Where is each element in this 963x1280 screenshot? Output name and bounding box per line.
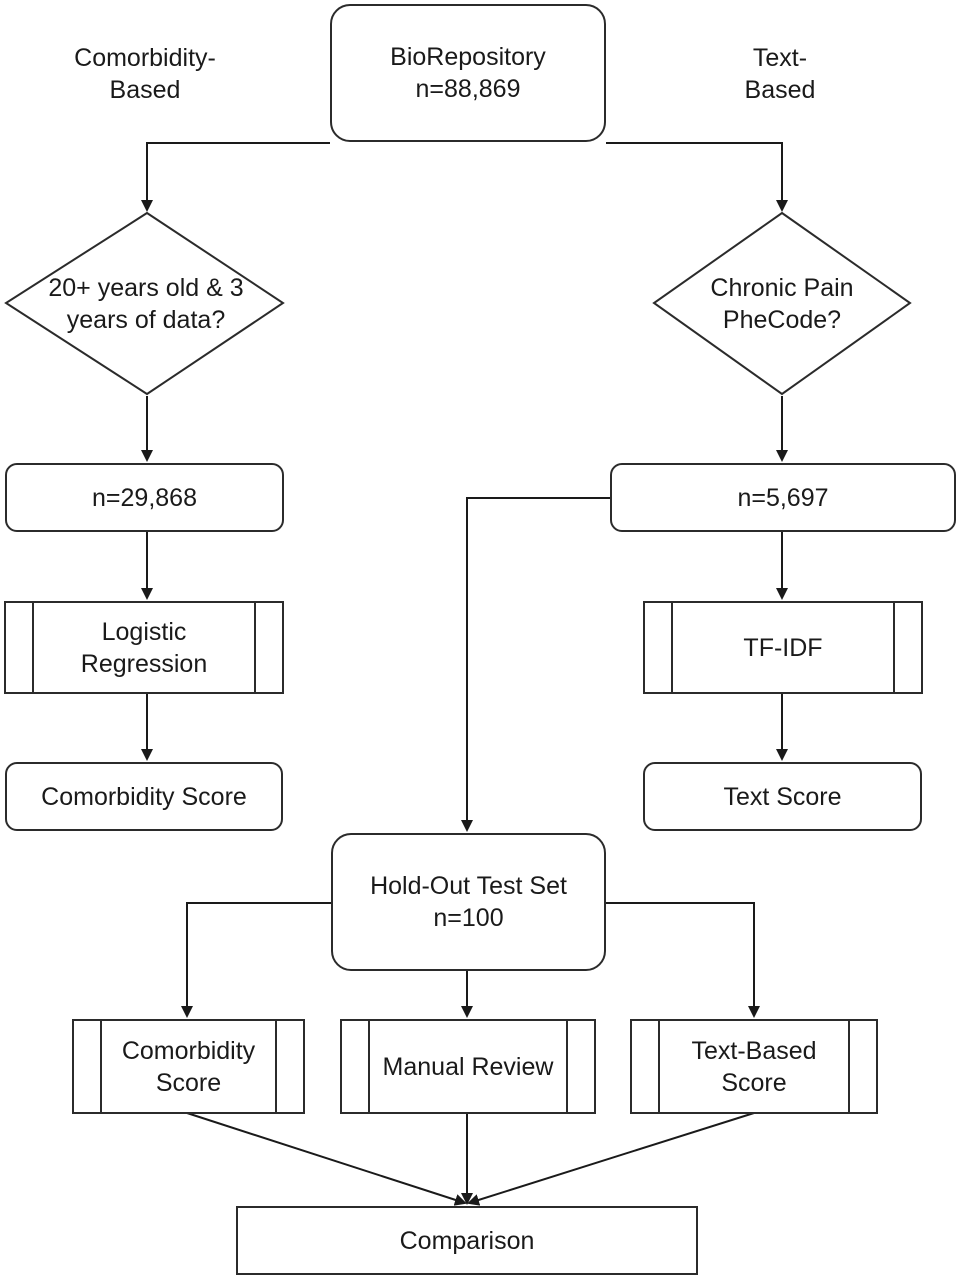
right-decision-text: Chronic Pain PheCode? bbox=[710, 274, 854, 334]
eval-manual-box: Manual Review bbox=[340, 1019, 596, 1114]
left-model-box: Logistic Regression bbox=[4, 601, 284, 694]
comparison-box: Comparison bbox=[236, 1206, 698, 1275]
holdout-title: Hold-Out Test Set bbox=[370, 872, 567, 900]
biorepository-title: BioRepository bbox=[390, 43, 546, 71]
left-branch-label: Comorbidity- Based bbox=[74, 44, 216, 104]
left-score-box: Comorbidity Score bbox=[5, 762, 283, 831]
biorepository-count: n=88,869 bbox=[415, 75, 521, 103]
biorepository-box: BioRepository n=88,869 bbox=[330, 4, 606, 142]
eval-comorbidity-box: Comorbidity Score bbox=[72, 1019, 305, 1114]
holdout-count: n=100 bbox=[433, 904, 504, 932]
left-decision-text: 20+ years old & 3 years of data? bbox=[48, 274, 244, 334]
right-score-box: Text Score bbox=[643, 762, 922, 831]
right-model-box: TF-IDF bbox=[643, 601, 923, 694]
arrow-eval-comorbidity-to-comparison bbox=[186, 1112, 467, 1206]
arrow-bio-to-left-decision bbox=[141, 142, 330, 212]
right-decision-diamond bbox=[652, 211, 912, 396]
right-count-box: n=5,697 bbox=[610, 463, 956, 532]
left-count-box: n=29,868 bbox=[5, 463, 284, 532]
right-branch-label: Text- Based bbox=[744, 44, 816, 104]
eval-text-box: Text-Based Score bbox=[630, 1019, 878, 1114]
arrow-holdout-to-eval-text bbox=[606, 902, 760, 1018]
arrow-bio-to-right-decision bbox=[606, 142, 788, 212]
left-decision-diamond bbox=[4, 211, 285, 396]
arrow-holdout-to-eval-comorbidity bbox=[181, 902, 331, 1018]
holdout-box: Hold-Out Test Set n=100 bbox=[331, 833, 606, 971]
arrow-right-count-to-holdout bbox=[461, 497, 610, 832]
arrow-eval-text-to-comparison bbox=[467, 1112, 755, 1206]
